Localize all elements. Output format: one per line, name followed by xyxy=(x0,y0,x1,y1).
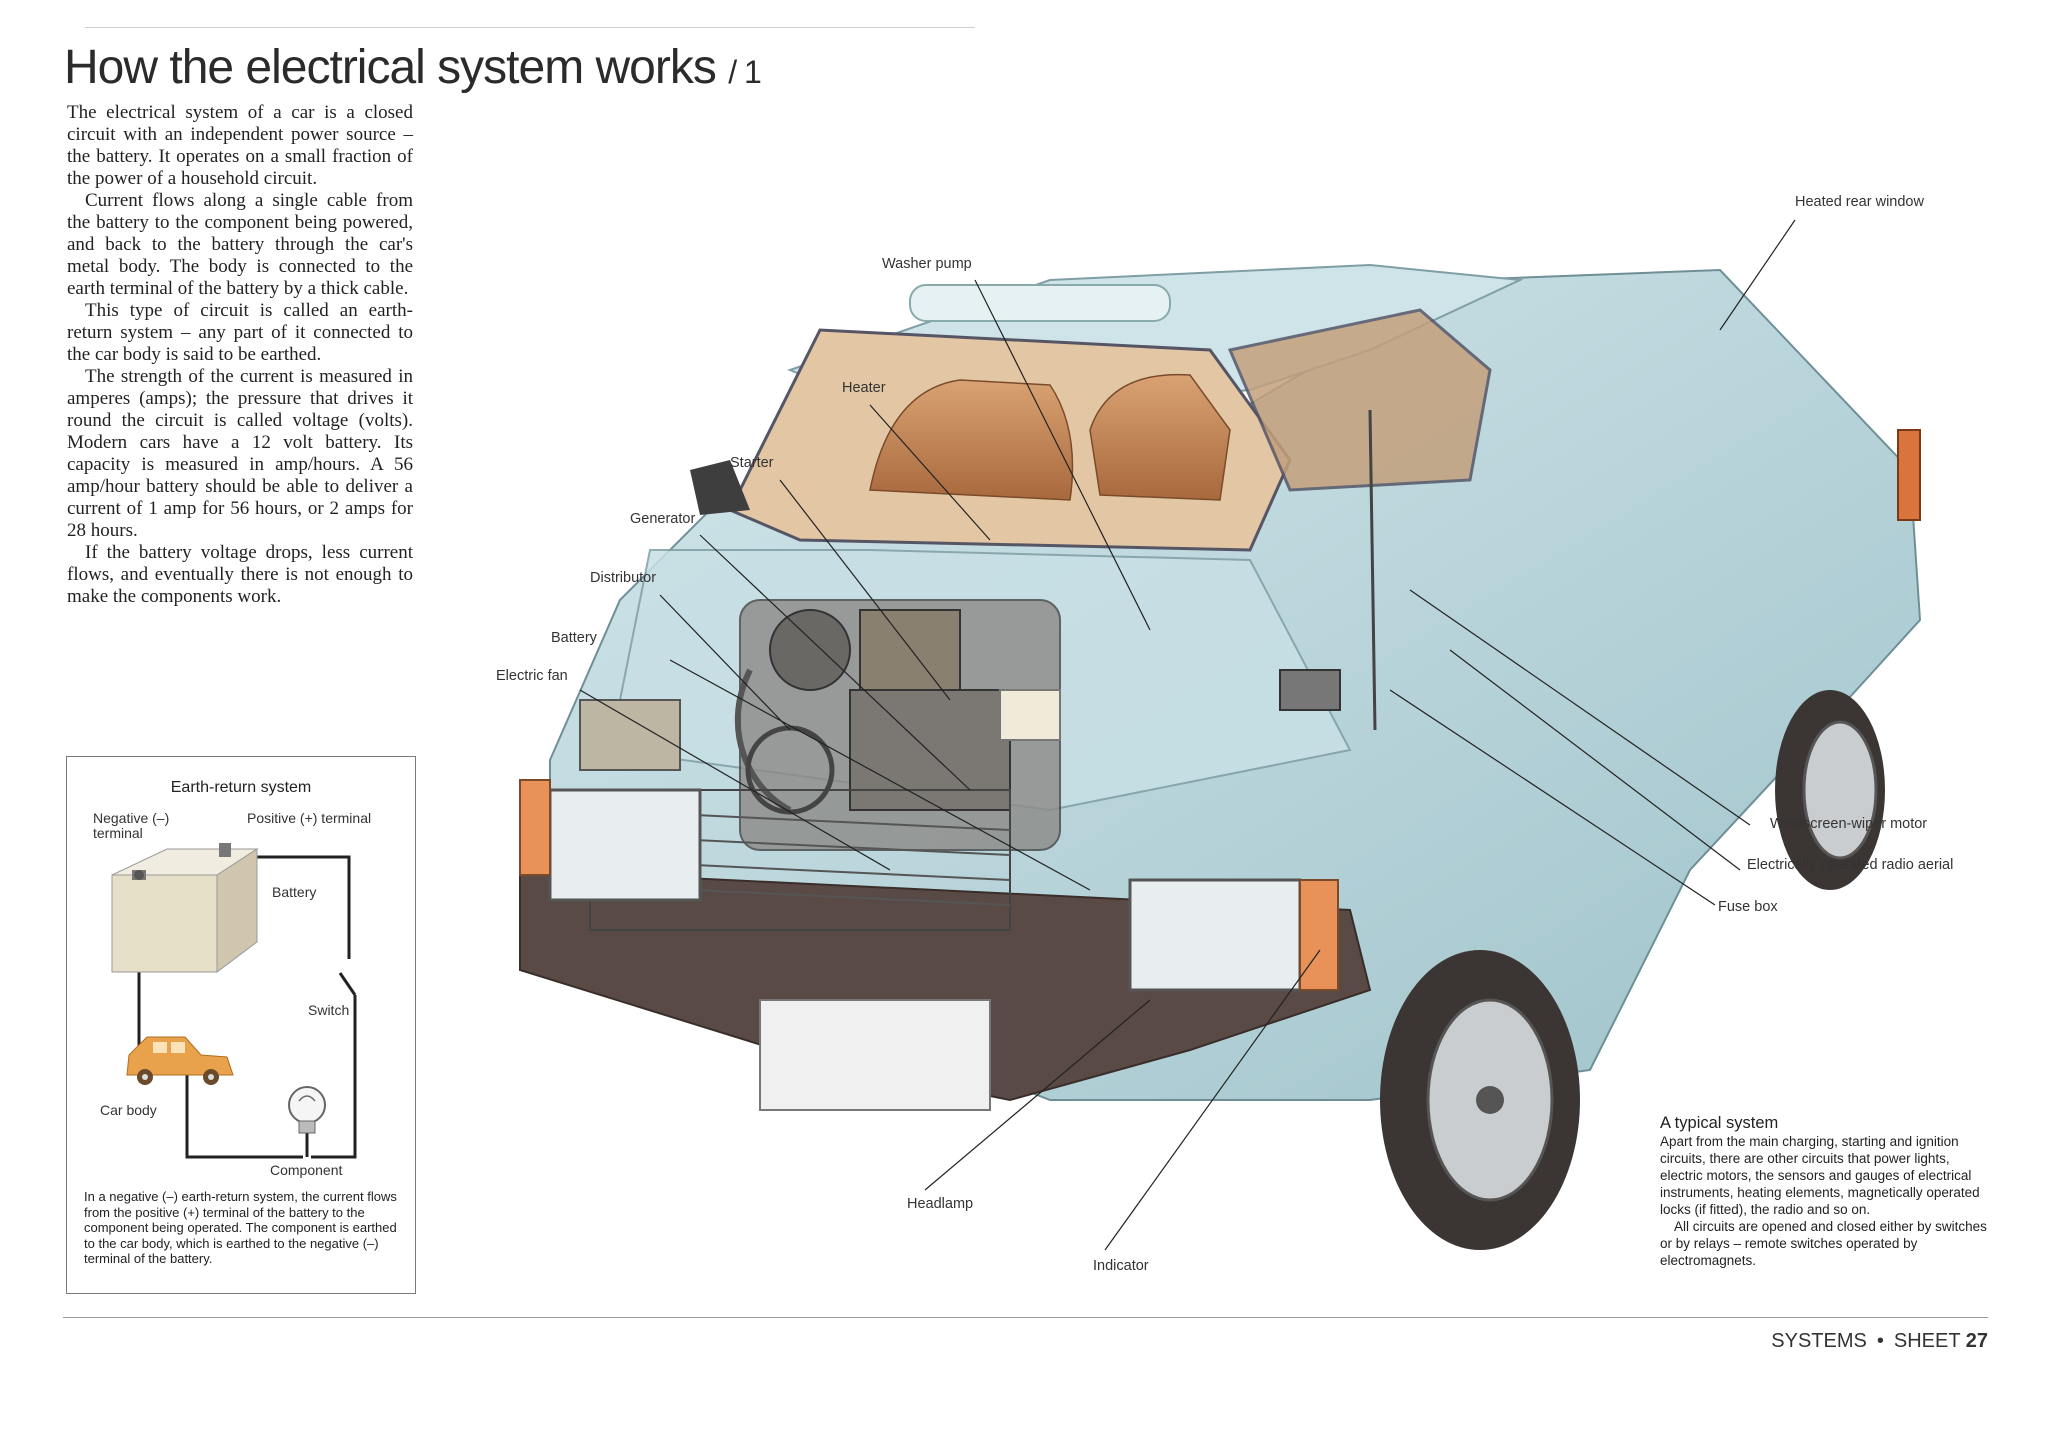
battery-icon xyxy=(111,843,259,973)
inset-title: Earth-return system xyxy=(170,779,312,796)
sunroof xyxy=(909,284,1171,322)
switch-label: Switch xyxy=(308,1002,350,1018)
body-paragraph: The strength of the current is measured … xyxy=(67,366,413,541)
footer-sheet-label: SHEET xyxy=(1893,1330,1961,1352)
car-illustration xyxy=(490,170,1940,1290)
callout-battery: Battery xyxy=(551,630,597,646)
earth-wire xyxy=(185,1063,303,1159)
side-window xyxy=(1227,308,1492,492)
right-indicator xyxy=(1299,879,1339,991)
typical-system-heading: A typical system xyxy=(1660,1114,1779,1132)
callout-distributor: Distributor xyxy=(590,570,657,586)
typical-system-box: A typical system Apart from the main cha… xyxy=(1660,1115,1990,1269)
rear-wheel xyxy=(1775,690,1885,890)
left-indicator xyxy=(519,779,551,876)
page-title-main: How the electrical system works xyxy=(64,41,717,94)
page-footer: SYSTEMS • SHEET 27 xyxy=(1771,1330,1988,1353)
callout-washer-pump: Washer pump xyxy=(882,256,972,272)
negative-label-line2: terminal xyxy=(93,825,143,841)
earth-return-diagram xyxy=(111,843,357,1159)
footer-section: SYSTEMS xyxy=(1771,1330,1867,1352)
car-cutaway-drawing xyxy=(519,219,1922,1251)
callout-starter: Starter xyxy=(730,455,774,471)
front-seats xyxy=(869,379,1074,501)
callout-wiper-motor: Windscreen-wiper motor xyxy=(1770,816,1928,832)
front-wheel xyxy=(1380,950,1580,1250)
callout-generator: Generator xyxy=(630,511,696,527)
callout-heater: Heater xyxy=(842,380,886,396)
inset-caption: In a negative (–) earth-return system, t… xyxy=(84,1189,397,1266)
bulb-icon xyxy=(288,1086,326,1134)
typical-system-p2: All circuits are opened and closed eithe… xyxy=(1660,1219,1987,1268)
leader-lines xyxy=(579,219,1796,1251)
callout-electric-fan: Electric fan xyxy=(496,668,568,684)
radio-aerial xyxy=(1368,409,1377,731)
switch-lever xyxy=(338,972,357,996)
washer-bottle xyxy=(999,689,1061,741)
body-paragraph: The electrical system of a car is a clos… xyxy=(67,102,413,189)
body-paragraph: Current flows along a single cable from … xyxy=(67,190,413,299)
top-rule xyxy=(85,27,975,28)
earth-return-inset: Earth-return system Negative (–) termina… xyxy=(66,756,416,1294)
battery-shape xyxy=(579,699,681,771)
bottom-rule xyxy=(63,1317,1988,1318)
fuse-box-shape xyxy=(1279,669,1341,711)
car-body-label: Car body xyxy=(100,1102,157,1118)
wing-mirror xyxy=(690,460,750,515)
battery-label: Battery xyxy=(272,884,317,900)
number-plate xyxy=(759,999,991,1111)
switch-wire xyxy=(311,995,357,1159)
callout-fuse-box: Fuse box xyxy=(1718,899,1778,915)
negative-label-line1: Negative (–) xyxy=(93,810,170,826)
callout-indicator: Indicator xyxy=(1093,1258,1149,1274)
rear-seat xyxy=(1089,373,1231,501)
footer-separator: • xyxy=(1876,1330,1884,1352)
page-title-suffix: / 1 xyxy=(728,54,762,90)
positive-terminal-label: Positive (+) terminal xyxy=(247,810,372,826)
engine xyxy=(579,599,1061,851)
rear-lamp xyxy=(1897,429,1921,521)
body-text: The electrical system of a car is a clos… xyxy=(67,102,413,608)
body-paragraph: This type of circuit is called an earth-… xyxy=(67,300,413,365)
callout-radio-aerial: Electrically operated radio aerial xyxy=(1747,857,1954,873)
car-body-icon xyxy=(126,1036,234,1085)
left-headlamp xyxy=(548,788,702,902)
footer-sheet-number: 27 xyxy=(1965,1330,1988,1352)
body-paragraph: If the battery voltage drops, less curre… xyxy=(67,542,413,607)
component-label: Component xyxy=(270,1162,343,1178)
typical-system-p1: Apart from the main charging, starting a… xyxy=(1660,1134,1980,1217)
negative-terminal-label: Negative (–) terminal xyxy=(93,811,169,841)
heater-box xyxy=(859,609,961,691)
page-title: How the electrical system works / 1 xyxy=(64,40,762,95)
callout-heated-rear-window: Heated rear window xyxy=(1795,194,1924,210)
right-headlamp xyxy=(1128,878,1302,992)
callout-headlamp: Headlamp xyxy=(907,1196,974,1212)
